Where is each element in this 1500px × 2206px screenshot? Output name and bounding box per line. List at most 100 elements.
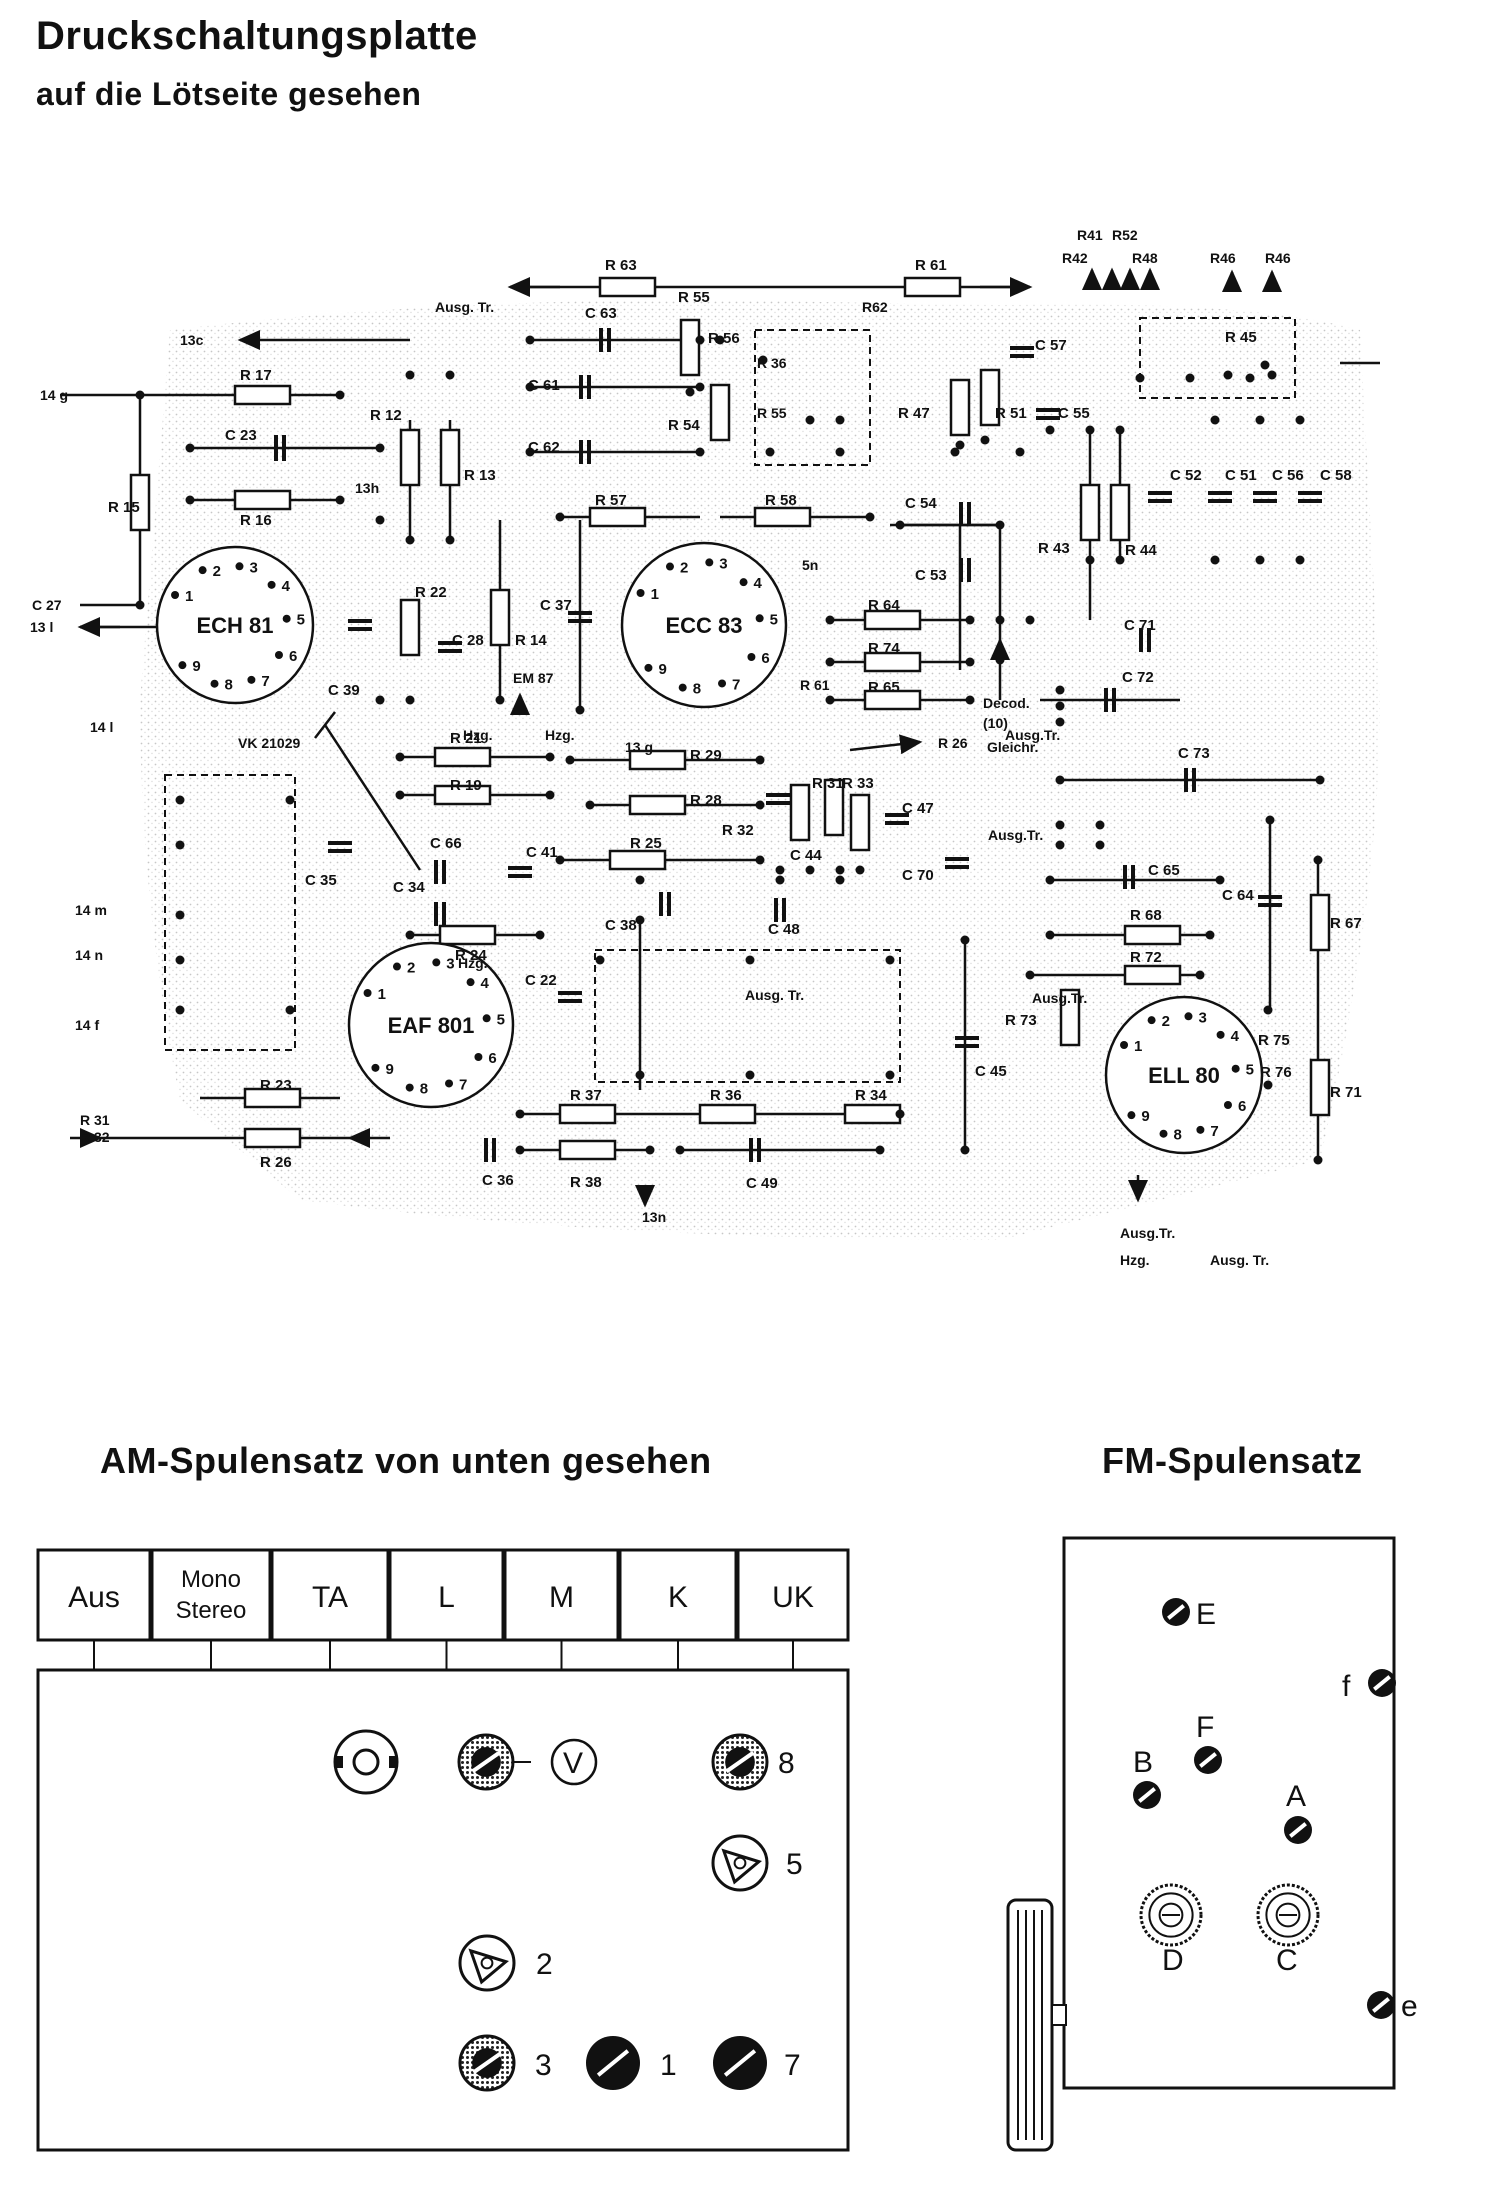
solder-point: [1095, 820, 1105, 830]
misc-label: Hzg.: [545, 727, 575, 743]
solder-point: [445, 535, 455, 545]
am-adjustment-slot[interactable]: 7: [713, 2036, 801, 2090]
tube-pin-number: 7: [1210, 1123, 1218, 1140]
pushbutton-label: TA: [312, 1581, 348, 1614]
tube-pin-number: 1: [1134, 1038, 1142, 1055]
solder-point: [375, 515, 385, 525]
tube-pin-number: 6: [1238, 1098, 1246, 1115]
tube-pin-number: 4: [481, 975, 490, 992]
solder-point: [1115, 555, 1125, 565]
tube-pin-dot: [210, 679, 219, 688]
fm-adjustment-slot[interactable]: B: [1133, 1746, 1161, 1809]
solder-point: [1295, 415, 1305, 425]
capacitor-label: C 64: [1222, 887, 1254, 904]
solder-point: [535, 930, 545, 940]
solder-point: [895, 1109, 905, 1119]
resistor-label: R 76: [1260, 1064, 1292, 1081]
am-adjustment-slot[interactable]: 8: [711, 1733, 795, 1791]
capacitor-label: C 22: [525, 972, 557, 989]
solder-point: [755, 855, 765, 865]
tube-pin-dot: [665, 562, 674, 571]
solder-point: [965, 615, 975, 625]
am-adjustment-slot[interactable]: 1: [586, 2036, 677, 2090]
resistor-label: R 72: [1130, 949, 1162, 966]
am-pushbutton[interactable]: [36, 1548, 152, 1642]
top-rail-wires: [60, 285, 1380, 1160]
resistor-label: R 58: [765, 492, 797, 509]
capacitor-label: C 71: [1124, 617, 1156, 634]
am-adjustment-slot[interactable]: 5: [711, 1834, 803, 1892]
tube-pin-number: 4: [1231, 1028, 1240, 1045]
solder-point: [1185, 373, 1195, 383]
capacitor-label: C 63: [585, 305, 617, 322]
am-adjustment-slot[interactable]: 3: [458, 2034, 552, 2092]
misc-label: R 61: [800, 677, 830, 693]
fm-adjustment-slot[interactable]: f: [1342, 1669, 1396, 1703]
misc-label: (10): [983, 715, 1008, 731]
solder-point: [1085, 425, 1095, 435]
tube-pin-dot: [644, 663, 653, 672]
capacitor-label: C 37: [540, 597, 572, 614]
capacitor-label: C 49: [746, 1175, 778, 1192]
solder-point: [825, 615, 835, 625]
solder-point: [980, 435, 990, 445]
fm-adjustment-slot[interactable]: A: [1284, 1780, 1312, 1844]
fm-adjustment-slot[interactable]: e: [1367, 1990, 1418, 2023]
solder-point: [965, 657, 975, 667]
am-pushbutton[interactable]: [150, 1548, 272, 1642]
misc-label: 14 n: [75, 947, 103, 963]
capacitor-label: C 44: [790, 847, 822, 864]
solder-point: [525, 447, 535, 457]
tube-pin-dot: [405, 1083, 414, 1092]
resistor-label: R 47: [898, 405, 930, 422]
solder-point: [895, 520, 905, 530]
am-coil-box: [36, 1668, 850, 2152]
pushbutton-label: M: [549, 1581, 574, 1614]
tube-pin-number: 9: [192, 658, 200, 675]
tube-pin-number: 5: [770, 611, 778, 628]
fm-adjustment-slot[interactable]: C: [1256, 1883, 1320, 1977]
misc-label: R 32: [80, 1129, 110, 1145]
resistor-label: R 56: [708, 330, 740, 347]
am-pushbutton[interactable]: [618, 1548, 738, 1642]
am-adjustment-slot[interactable]: 2: [458, 1934, 553, 1992]
tube-pin-dot: [445, 1079, 454, 1088]
resistor-label: R 16: [240, 512, 272, 529]
resistor-label: R 22: [415, 584, 447, 601]
tube-pin-dot: [678, 683, 687, 692]
misc-label: R 31: [80, 1112, 110, 1128]
solder-point: [835, 875, 845, 885]
fm-adjustment-slot[interactable]: F: [1194, 1711, 1222, 1774]
solder-point: [950, 447, 960, 457]
solder-point: [1055, 701, 1065, 711]
fm-slot-label: D: [1162, 1944, 1184, 1977]
resistor-label: R 25: [630, 835, 662, 852]
resistor-label: R 13: [464, 467, 496, 484]
misc-label: C 27: [32, 597, 62, 613]
fm-adjustment-slot[interactable]: D: [1139, 1883, 1203, 1977]
solder-point: [405, 535, 415, 545]
fm-slot-label: B: [1133, 1746, 1153, 1779]
fm-slot-label: F: [1196, 1711, 1214, 1744]
solder-point: [1265, 815, 1275, 825]
misc-label: Hzg.: [463, 727, 493, 743]
solder-point: [1195, 970, 1205, 980]
capacitor-label: C 61: [528, 377, 560, 394]
am-pushbutton[interactable]: [270, 1548, 390, 1642]
solder-point: [1135, 373, 1145, 383]
am-pushbutton[interactable]: [503, 1548, 620, 1642]
fm-slot-label: A: [1286, 1780, 1306, 1813]
tube-pin-number: 8: [225, 677, 233, 694]
tube-pin-dot: [1216, 1030, 1225, 1039]
solder-point: [1045, 875, 1055, 885]
misc-label: R46: [1210, 250, 1236, 266]
capacitor-label: C 52: [1170, 467, 1202, 484]
tube-pin-dot: [178, 661, 187, 670]
tube-pin-dot: [363, 989, 372, 997]
am-adjustment-slot[interactable]: V: [457, 1733, 598, 1791]
solder-point: [635, 915, 645, 925]
fm-adjustment-slot[interactable]: E: [1162, 1598, 1216, 1631]
resistor-label: R 31: [812, 775, 844, 792]
resistor-label: R 34: [855, 1087, 887, 1104]
